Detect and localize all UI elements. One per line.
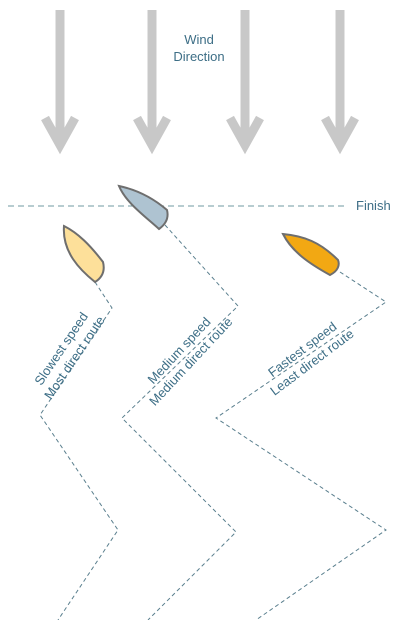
label-slow: Slowest speed Most direct route bbox=[31, 309, 107, 402]
boat-fast-icon bbox=[281, 232, 340, 277]
route-medium bbox=[121, 224, 239, 620]
wind-arrow-1-icon bbox=[41, 10, 79, 155]
wind-label-line2: Direction bbox=[173, 49, 224, 64]
boat-medium-icon bbox=[117, 184, 169, 231]
wind-arrow-3-icon bbox=[226, 10, 264, 155]
route-fast bbox=[215, 271, 387, 620]
label-fast: Fastest speed Least direct route bbox=[265, 319, 356, 399]
wind-arrow-2-icon bbox=[133, 10, 171, 155]
boat-slow-icon bbox=[62, 224, 105, 284]
finish-label: Finish bbox=[356, 198, 391, 213]
wind-arrow-4-icon bbox=[321, 10, 359, 155]
wind-arrows bbox=[41, 10, 359, 155]
wind-label-line1: Wind bbox=[184, 32, 214, 47]
label-medium: Medium speed Medium direct route bbox=[144, 314, 235, 408]
